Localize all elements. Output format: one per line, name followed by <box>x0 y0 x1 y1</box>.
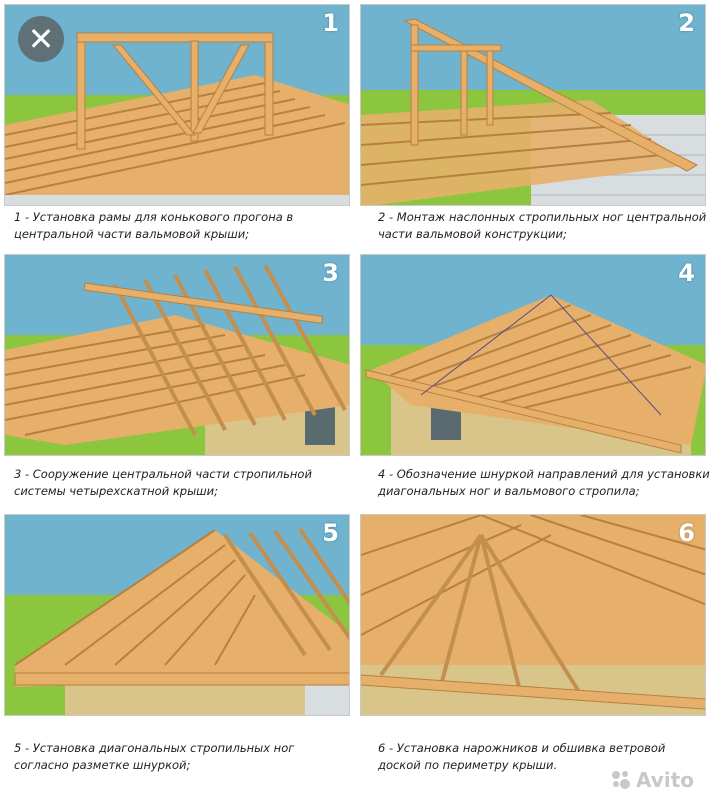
caption-1: 1 - Установка рамы для конькового прогон… <box>14 210 294 241</box>
panel-1-number: 1 <box>322 9 339 37</box>
caption-5: 5 - Установка диагональных стропильных н… <box>14 741 295 772</box>
caption-6: 6 - Установка нарожников и обшивка ветро… <box>378 741 666 772</box>
panel-2-number: 2 <box>678 9 695 37</box>
avito-dots-icon <box>612 771 631 789</box>
panel-6-image: 6 <box>360 514 706 716</box>
caption-2: 2 - Монтаж наслонных стропильных ног цен… <box>378 210 707 241</box>
caption-4: 4 - Обозначение шнуркой направлений для … <box>378 467 710 498</box>
panel-4-number: 4 <box>678 259 695 287</box>
panel-2-image: 2 <box>360 4 706 206</box>
close-icon: ✕ <box>27 20 55 58</box>
panel-5-number: 5 <box>322 519 339 547</box>
caption-3: 3 - Сооружение центральной части стропил… <box>14 467 312 498</box>
panel-5-image: 5 <box>4 514 350 716</box>
panel-6-number: 6 <box>678 519 695 547</box>
close-button[interactable]: ✕ <box>18 16 64 62</box>
watermark-text: Avito <box>636 768 694 792</box>
panel-3-image: 3 <box>4 254 350 456</box>
panel-1-image: 1 <box>4 4 350 206</box>
avito-watermark: Avito <box>610 768 694 792</box>
panel-3-number: 3 <box>322 259 339 287</box>
panel-4-image: 4 <box>360 254 706 456</box>
